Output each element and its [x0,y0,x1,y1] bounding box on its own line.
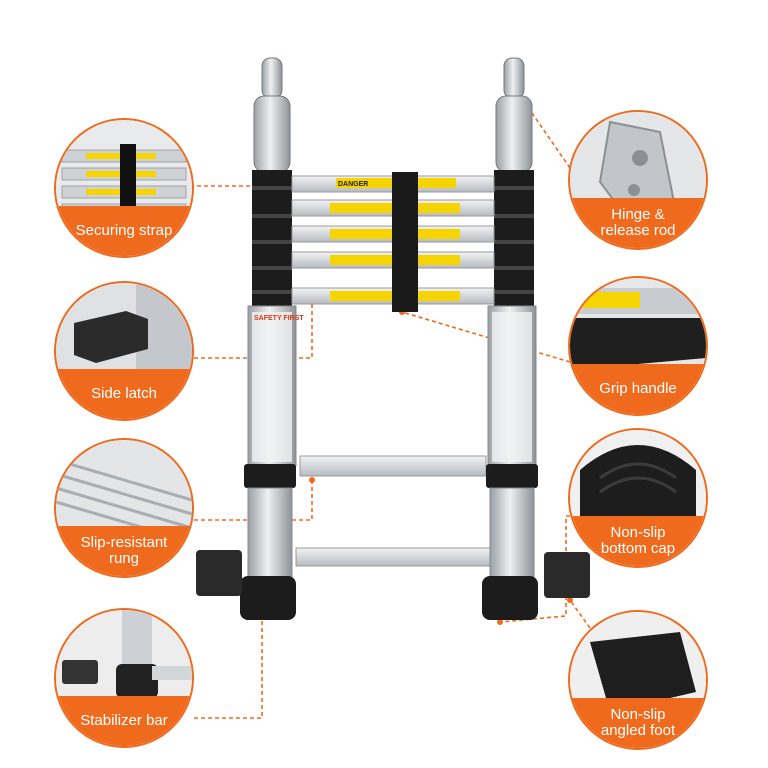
callout-side-latch: Side latch [56,283,192,419]
callout-hinge-release-rod: Hinge & release rod [570,112,706,248]
right-rail-upper [494,170,534,310]
left-rail-lower [240,305,297,620]
callout-label-securing-strap: Securing strap [75,222,173,239]
callout-label-non-slip-bottom-cap: Non-slip bottom cap [600,524,676,557]
callout-securing-strap: Securing strap [56,120,192,256]
right-hinge [495,57,533,173]
callout-band: Hinge & release rod [570,198,706,248]
callout-grip-handle: Grip handle [570,278,706,414]
right-rail-lower [482,305,538,620]
callout-label-hinge-release-rod: Hinge & release rod [600,206,676,239]
leader-side-latch [194,302,313,359]
securing-strap [392,172,418,312]
callout-label-stabilizer-bar: Stabilizer bar [80,712,168,729]
callout-band: Slip-resistant rung [56,526,192,576]
leader-stabilizer [194,574,263,719]
callout-slip-resistant-rung: Slip-resistant rung [56,440,192,576]
left-rail-upper [252,170,292,310]
callout-label-grip-handle: Grip handle [599,380,677,397]
callout-band: Non-slip angled foot [570,698,706,748]
callout-label-slip-resistant-rung: Slip-resistant rung [80,534,168,567]
callout-band: Grip handle [570,364,706,414]
callout-band: Stabilizer bar [56,696,192,746]
callout-band: Non-slip bottom cap [570,516,706,566]
callout-stabilizer-bar: Stabilizer bar [56,610,192,746]
callout-non-slip-bottom-cap: Non-slip bottom cap [570,430,706,566]
callout-band: Securing strap [56,206,192,256]
callout-label-non-slip-angled-foot: Non-slip angled foot [600,706,676,739]
left-hinge [253,57,291,173]
rung-warning-label: DANGER [338,181,368,188]
leader-grip [401,311,571,363]
leader-bottom-cap [499,515,570,623]
callout-band: Side latch [56,369,192,419]
safety-first-label: SAFETY FIRST [254,315,304,322]
callout-non-slip-angled-foot: Non-slip angled foot [570,612,706,748]
callout-label-side-latch: Side latch [91,385,157,402]
